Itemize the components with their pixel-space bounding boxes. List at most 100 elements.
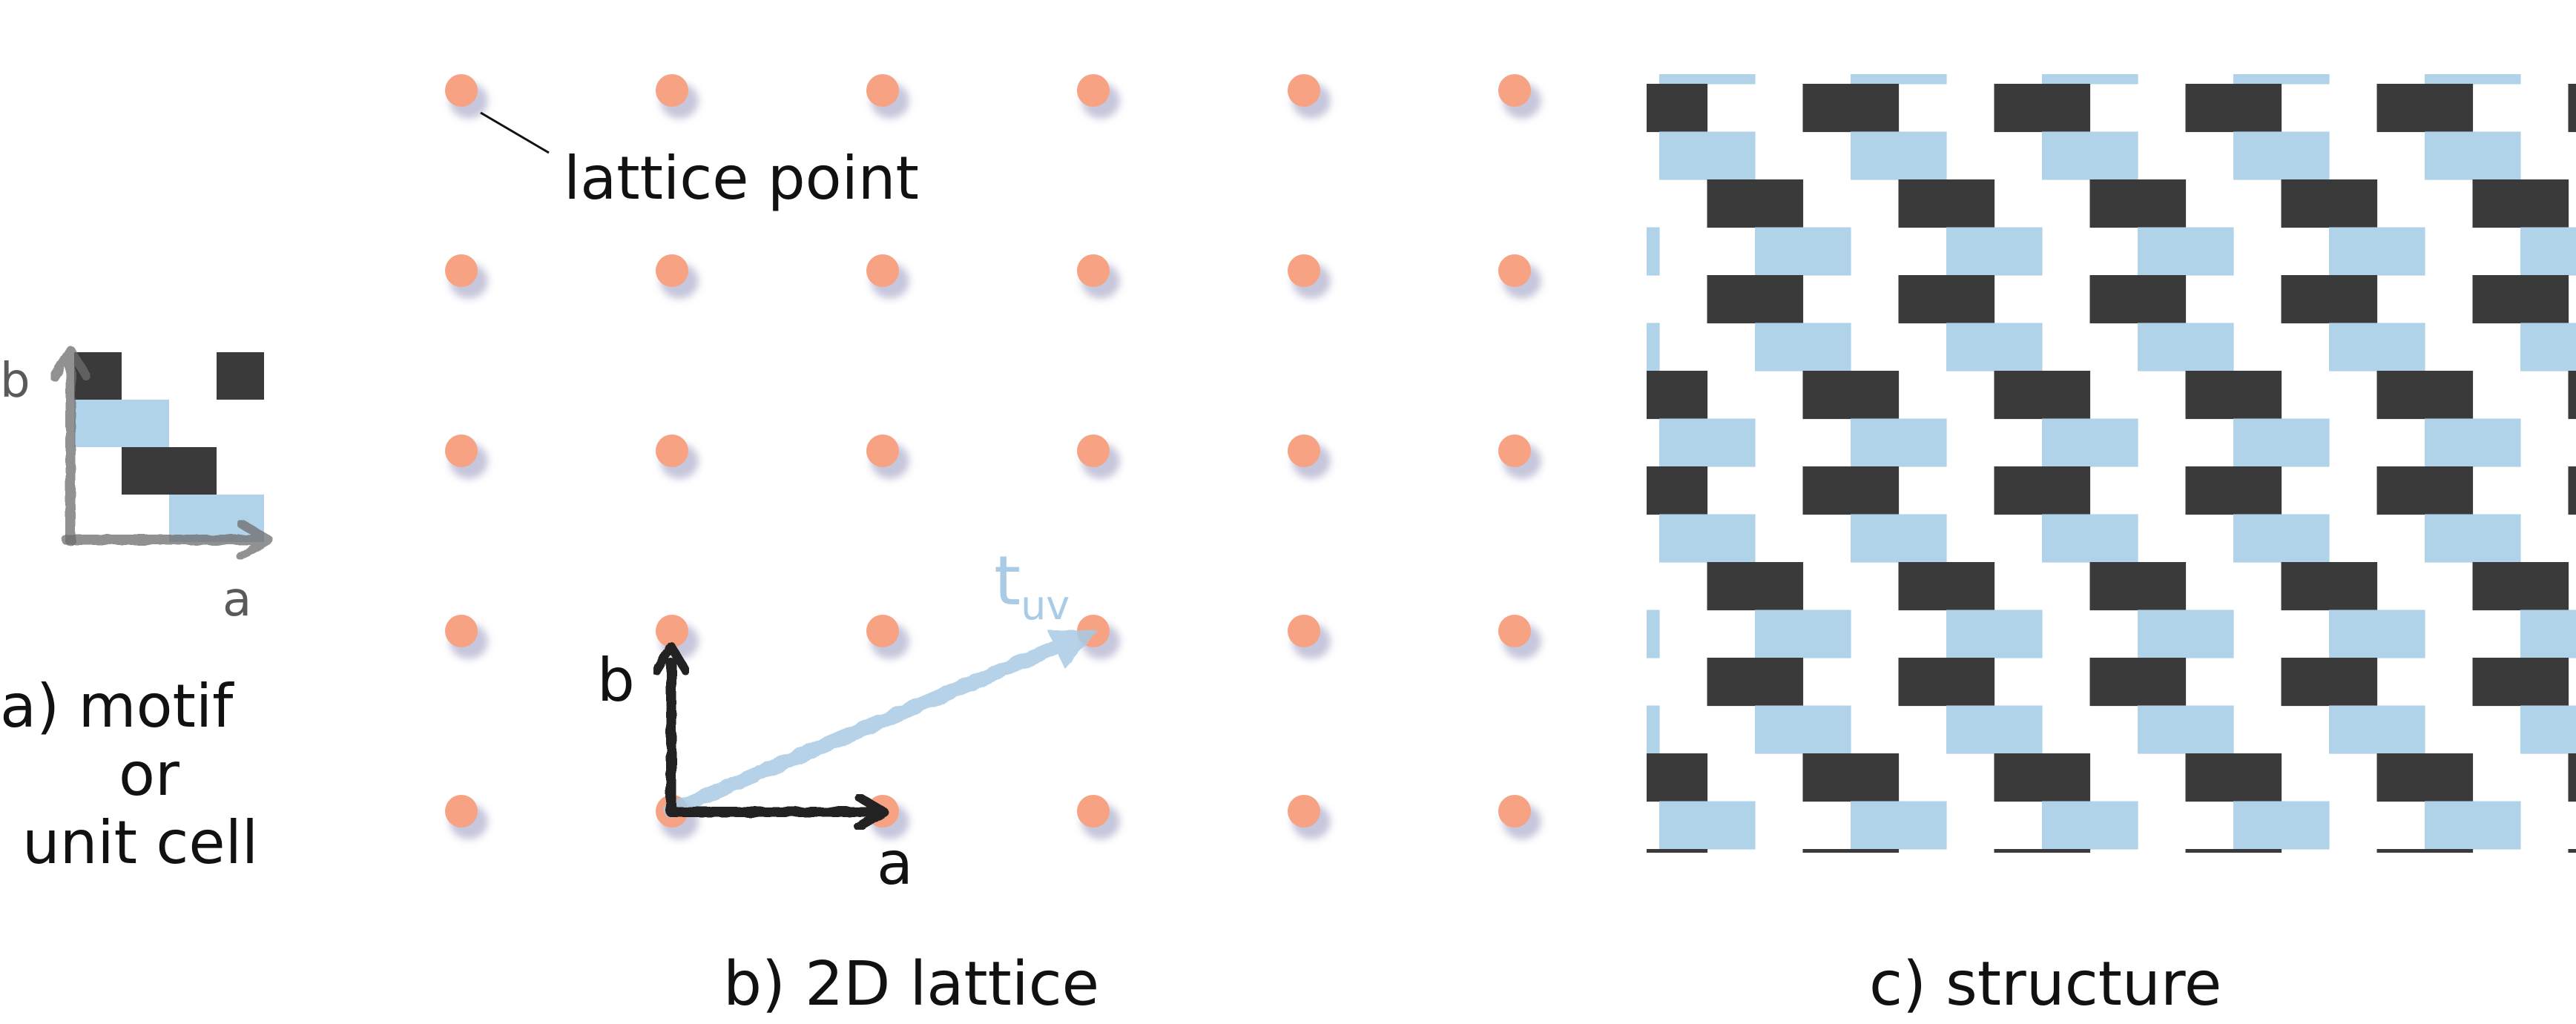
structure-tile-dark: [2473, 658, 2521, 706]
structure-tile-light: [1659, 36, 1707, 85]
structure-tile-light: [2282, 132, 2330, 180]
lattice-point: [656, 435, 688, 467]
motif-tile-dark: [122, 447, 169, 495]
structure-tile-dark: [1899, 562, 1947, 610]
structure-tile-dark: [2282, 179, 2330, 228]
lattice-point: [1498, 615, 1531, 647]
lattice-axis-b-label: b: [597, 646, 635, 715]
structure-tile-dark: [2186, 84, 2234, 132]
structure-tile-light: [1851, 515, 1899, 563]
structure-tile-light: [1755, 610, 1803, 658]
structure-tile-light: [2042, 802, 2090, 850]
structure-tile-dark: [1851, 84, 1899, 132]
structure-tile-dark: [1612, 84, 1660, 132]
structure-tile-light: [2520, 323, 2569, 371]
structure-tile-light: [1899, 36, 1947, 85]
structure-tile-dark: [1707, 275, 1756, 323]
structure-tile-light: [1659, 802, 1707, 850]
motif-tile-light: [122, 400, 169, 447]
structure-tile-dark: [2377, 84, 2425, 132]
structure-tile-light: [2233, 36, 2282, 85]
structure-tile-light: [2425, 802, 2473, 850]
structure-tile-light: [1612, 323, 1660, 371]
structure-tile-dark: [2569, 371, 2576, 419]
structure-tile-light: [2377, 228, 2425, 276]
structure-tile-dark: [2138, 658, 2186, 706]
structure-tile-dark: [1851, 753, 1899, 802]
structure-tile-dark: [2520, 658, 2569, 706]
structure-tile-light: [1803, 706, 1851, 754]
structure-tile-light: [2569, 323, 2576, 371]
structure-tile-dark: [1612, 371, 1660, 419]
structure-tiles: [1612, 36, 2576, 898]
structure-tile-dark: [1755, 179, 1803, 228]
structure-tile-dark: [1707, 562, 1756, 610]
structure-tile-light: [1851, 36, 1899, 85]
motif-tiles: [74, 352, 264, 542]
structure-tile-light: [2282, 36, 2330, 85]
motif-panel: b a a) motif or unit cell: [0, 350, 269, 877]
motif-caption-line-2: or: [119, 740, 179, 809]
structure-tile-dark: [1994, 371, 2043, 419]
structure-tile-light: [2138, 610, 2186, 658]
structure-tile-dark: [2425, 849, 2473, 897]
structure-tile-dark: [1755, 562, 1803, 610]
structure-tile-light: [2569, 706, 2576, 754]
motif-axis-a-label: a: [223, 572, 251, 627]
structure-tile-light: [2042, 132, 2090, 180]
motif-caption-line-3: unit cell: [22, 808, 258, 877]
structure-tile-dark: [2329, 562, 2377, 610]
structure-tile-light: [2425, 515, 2473, 563]
structure-tile-light: [2138, 323, 2186, 371]
structure-tile-light: [2090, 419, 2138, 467]
lattice-point: [445, 795, 478, 828]
lattice-point: [1498, 435, 1531, 467]
structure-tile-light: [2138, 706, 2186, 754]
structure-tile-dark: [2520, 562, 2569, 610]
lattice-panel: lattice point tuv b a b) 2D lattice: [445, 74, 1541, 1020]
structure-tile-dark: [2233, 753, 2282, 802]
structure-tile-dark: [2473, 179, 2521, 228]
structure-tile-light: [2042, 36, 2090, 85]
structure-tile-light: [2090, 132, 2138, 180]
structure-tile-dark: [1994, 849, 2043, 897]
motif-tile-dark: [217, 352, 264, 400]
lattice-point: [1288, 254, 1320, 287]
structure-tile-light: [1612, 610, 1660, 658]
structure-tile-dark: [2569, 84, 2576, 132]
structure-tile-light: [2233, 802, 2282, 850]
structure-tile-light: [1707, 132, 1756, 180]
lattice-point: [1498, 254, 1531, 287]
structure-tile-dark: [1851, 466, 1899, 515]
lattice-point: [866, 615, 899, 647]
structure-tile-dark: [2282, 658, 2330, 706]
structure-tile-light: [2233, 515, 2282, 563]
structure-tile-dark: [2569, 466, 2576, 515]
structure-tile-light: [2473, 36, 2521, 85]
lattice-point: [866, 254, 899, 287]
translation-vector-label-main: t: [994, 541, 1021, 621]
structure-tile-dark: [2186, 849, 2234, 897]
structure-tile-dark: [2090, 658, 2138, 706]
structure-tile-dark: [2233, 466, 2282, 515]
structure-tile-dark: [2377, 466, 2425, 515]
structure-tile-dark: [1994, 466, 2043, 515]
structure-tile-dark: [1612, 849, 1660, 897]
structure-tile-light: [1659, 132, 1707, 180]
structure-tile-light: [2090, 36, 2138, 85]
lattice-point: [656, 74, 688, 107]
structure-tile-dark: [2042, 849, 2090, 897]
structure-tile-dark: [1803, 466, 1851, 515]
structure-tile-dark: [1899, 179, 1947, 228]
structure-panel: c) structure: [1612, 36, 2576, 1020]
lattice-point: [1288, 435, 1320, 467]
structure-tile-dark: [1899, 275, 1947, 323]
motif-tile-light: [74, 400, 122, 447]
lattice-point: [1498, 795, 1531, 828]
lattice-point: [445, 254, 478, 287]
lattice-point: [1498, 74, 1531, 107]
lattice-point-label: lattice point: [564, 144, 919, 213]
structure-tile-light: [1851, 802, 1899, 850]
structure-tile-dark: [1946, 275, 1994, 323]
structure-tile-dark: [1659, 753, 1707, 802]
